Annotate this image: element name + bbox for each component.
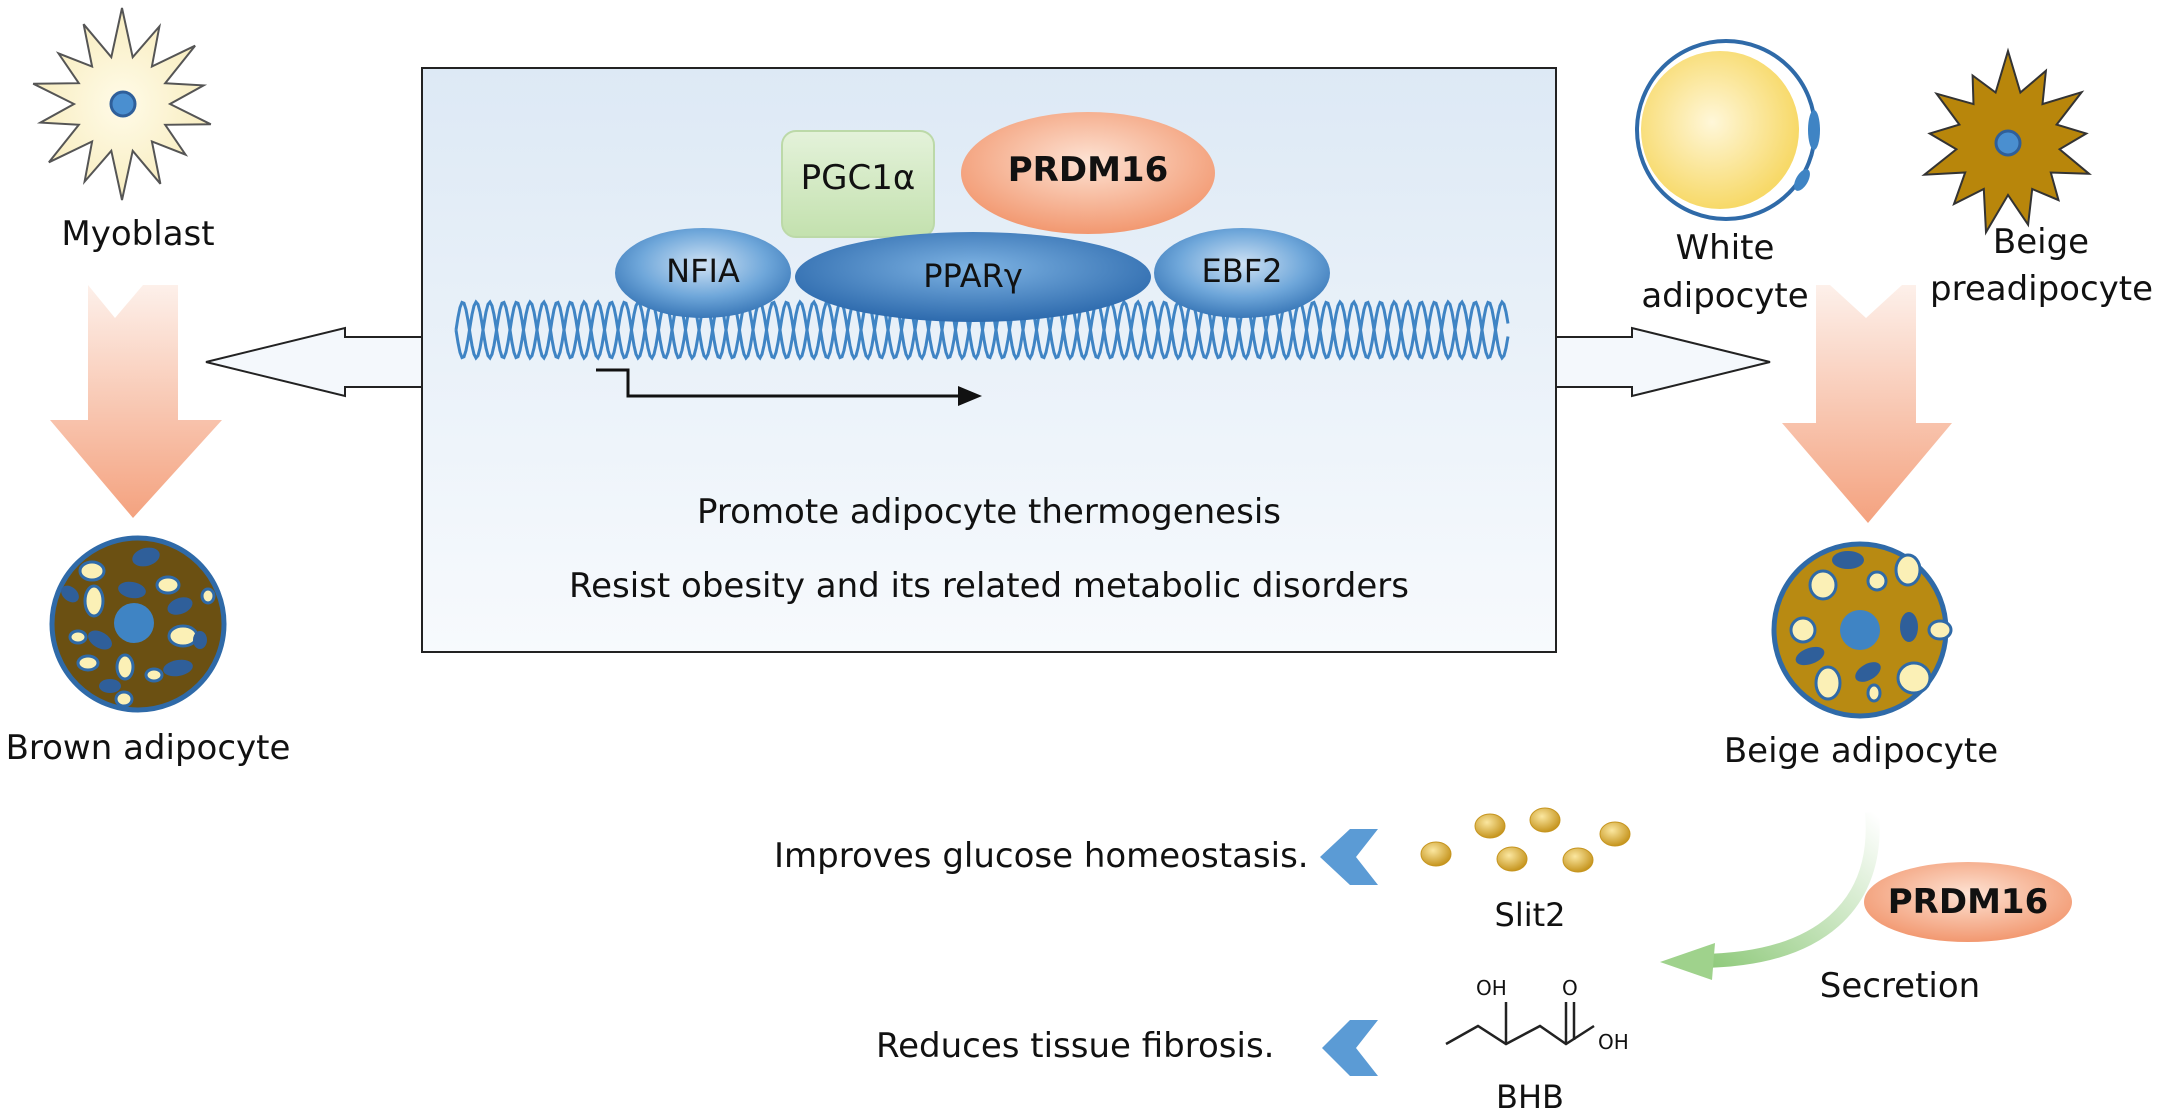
bhb-label: BHB xyxy=(1496,1078,1564,1116)
pgc1a-label: PGC1α xyxy=(800,158,916,198)
prdm16-label: PRDM16 xyxy=(1007,150,1169,190)
myoblast-nucleus xyxy=(109,90,137,118)
ebf2-ellipse xyxy=(1154,228,1330,318)
slit2-effect-text: Improves glucose homeostasis. xyxy=(774,836,1309,876)
secretion-label: Secretion xyxy=(1819,966,1981,1006)
myoblast-label: Myoblast xyxy=(61,214,215,254)
secretion-arrow xyxy=(1699,811,1880,968)
dna-helix xyxy=(454,299,1510,361)
white-adipocyte-label-line1: White xyxy=(1675,228,1775,268)
ppar-ellipse xyxy=(795,232,1151,322)
nfia-ellipse xyxy=(615,228,791,318)
bhb-carbonyl-o: O xyxy=(1562,976,1578,1000)
white-adipocyte-label-line2: adipocyte xyxy=(1641,276,1809,316)
secreted-prdm16-label: PRDM16 xyxy=(1887,882,2049,922)
ebf2-label: EBF2 xyxy=(1201,252,1283,290)
bhb-oh-top: OH xyxy=(1476,976,1507,1000)
secreted-prdm16-ellipse xyxy=(1864,862,2072,942)
ppar-label: PPARγ xyxy=(923,257,1023,295)
white-adipocyte-cell xyxy=(1635,39,1820,221)
bhb-effect-text: Reduces tissue fibrosis. xyxy=(876,1026,1275,1066)
left-big-arrow xyxy=(205,326,423,398)
pgc1a-box xyxy=(781,130,935,238)
dna-strand-2 xyxy=(454,299,1510,361)
left-down-arrow xyxy=(50,285,222,518)
brown-adipocyte-cell xyxy=(49,535,227,713)
slit2-label: Slit2 xyxy=(1494,896,1566,934)
beige-preadipocyte-label-line1: Beige xyxy=(1992,222,2090,262)
beige-adipocyte-label: Beige adipocyte xyxy=(1723,731,1999,771)
right-big-arrow xyxy=(1555,326,1771,398)
nfia-label: NFIA xyxy=(666,252,740,290)
beige-adipocyte-cell xyxy=(1771,541,1953,719)
slit2-effect-arrow xyxy=(1320,829,1378,885)
bhb-skeleton xyxy=(1445,1024,1595,1046)
prdm16-ellipse xyxy=(961,112,1215,234)
slit2-beads xyxy=(1420,807,1631,873)
effect-line-2: Resist obesity and its related metabolic… xyxy=(569,566,1409,606)
bhb-effect-arrow xyxy=(1322,1020,1378,1076)
beige-preadipocyte-nucleus xyxy=(1994,129,2022,157)
beige-preadipocyte-label-line2: preadipocyte xyxy=(1930,269,2154,309)
transcription-start-arrow xyxy=(596,368,970,398)
right-down-arrow xyxy=(1782,285,1952,523)
effect-line-1: Promote adipocyte thermogenesis xyxy=(697,492,1281,532)
bhb-oh-acid: OH xyxy=(1598,1030,1629,1054)
brown-adipocyte-label: Brown adipocyte xyxy=(5,728,291,768)
